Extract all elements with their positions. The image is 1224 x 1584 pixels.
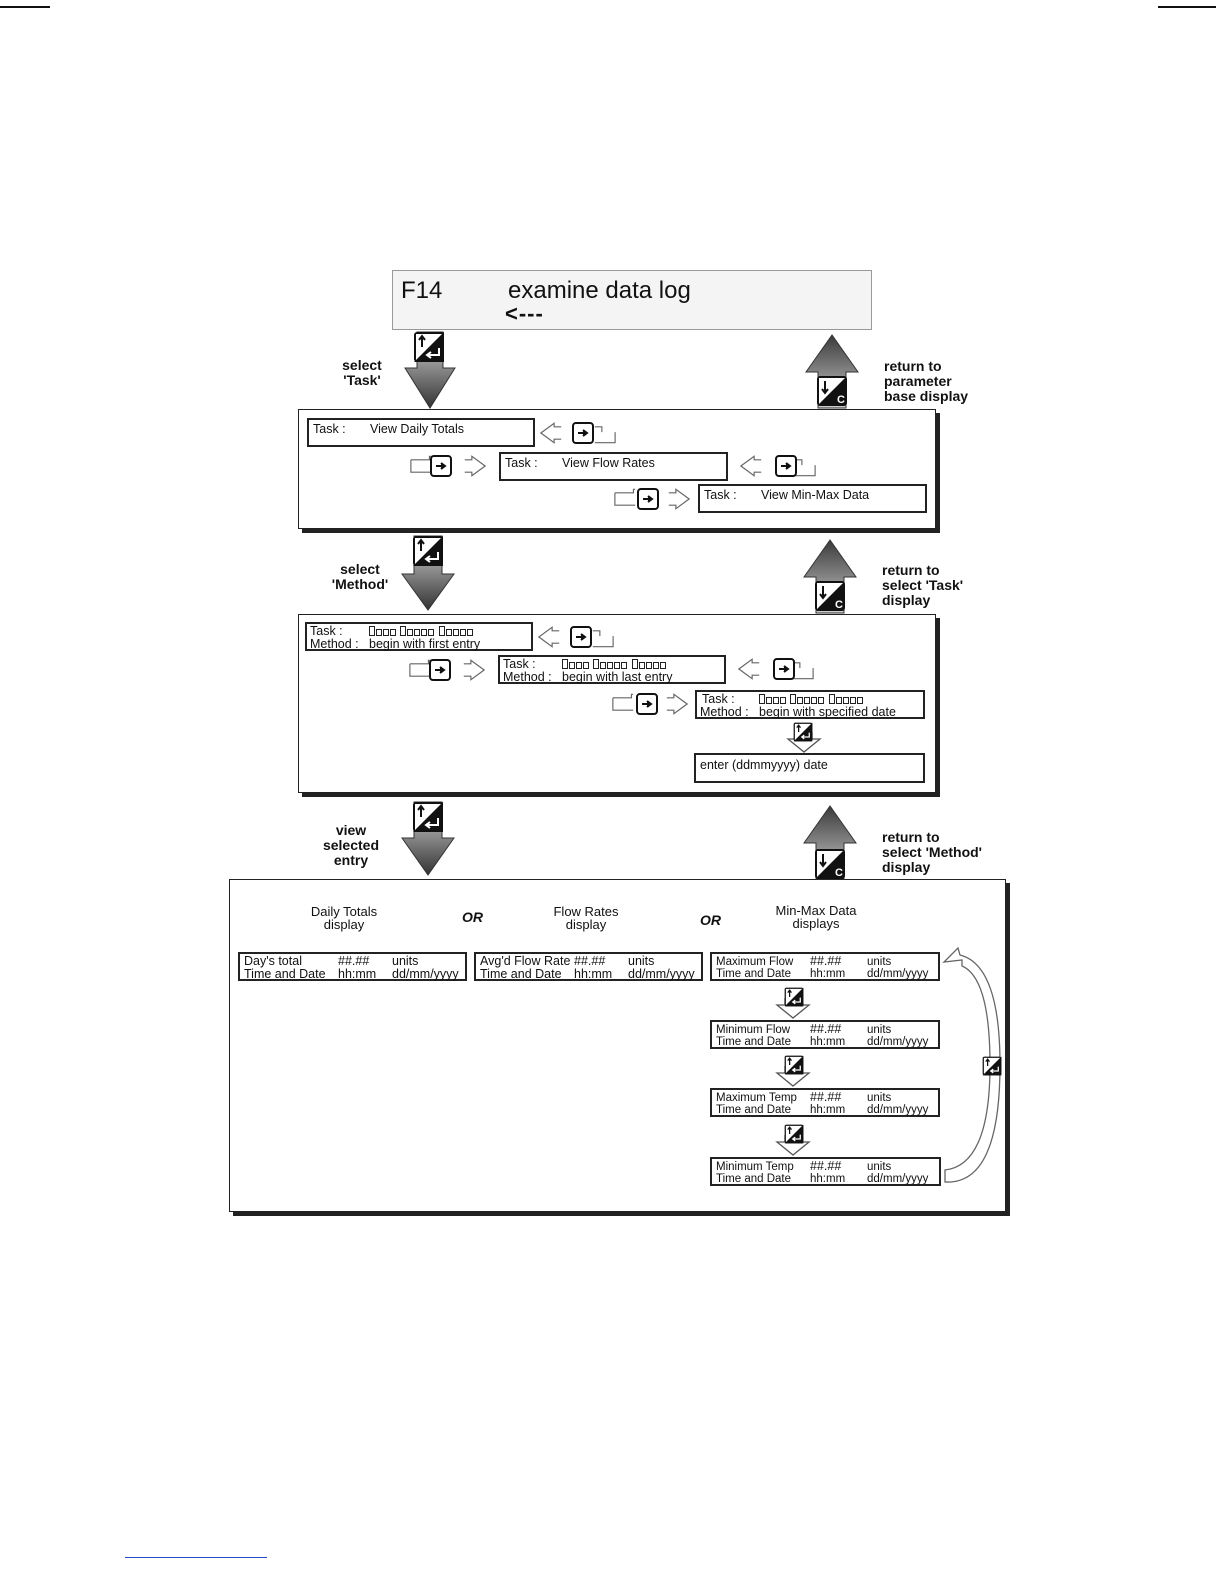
up-enter-key-icon[interactable]	[413, 331, 445, 363]
up-enter-key-icon[interactable]	[784, 987, 804, 1007]
up-enter-key-icon[interactable]	[784, 1124, 804, 1144]
up-enter-key-icon[interactable]	[412, 535, 444, 567]
task-placeholder-blocks	[759, 694, 864, 707]
method-display-last[interactable]: Task : Method : begin with last entry	[498, 655, 726, 684]
right-arrow-key-icon[interactable]	[409, 659, 485, 681]
down-c-key-icon[interactable]	[816, 375, 848, 407]
loop-back-arrow	[942, 946, 1001, 1183]
right-arrow-key-icon[interactable]	[540, 422, 616, 444]
header-display: F14 examine data log <---	[392, 270, 872, 330]
up-enter-key-icon[interactable]	[982, 1056, 1002, 1076]
select-method-label: select'Method'	[331, 561, 389, 592]
right-arrow-key-icon[interactable]	[538, 626, 614, 648]
min-flow-display[interactable]: Minimum Flow ##.## units Time and Date h…	[710, 1020, 940, 1049]
task-placeholder-blocks	[369, 626, 474, 639]
right-arrow-key-icon[interactable]	[738, 658, 814, 680]
task-display-minmax[interactable]: Task : View Min-Max Data	[698, 484, 927, 513]
right-arrow-key-icon[interactable]	[614, 488, 690, 510]
max-temp-display[interactable]: Maximum Temp ##.## units Time and Date h…	[710, 1088, 940, 1117]
method-display-date[interactable]: Task : Method : begin with specified dat…	[695, 690, 925, 719]
task-display-flow[interactable]: Task : View Flow Rates	[499, 452, 728, 481]
task-placeholder-blocks	[562, 659, 667, 672]
date-entry-display[interactable]: enter (ddmmyyyy) date	[694, 753, 925, 783]
header-title: examine data log	[508, 277, 691, 304]
right-arrow-key-icon[interactable]	[740, 455, 816, 477]
right-arrow-key-icon[interactable]	[410, 455, 486, 477]
cursor-arrow: <---	[505, 301, 544, 326]
function-code: F14	[401, 277, 443, 304]
method-display-first[interactable]: Task : Method : begin with first entry	[305, 622, 533, 651]
right-arrow-key-icon[interactable]	[612, 693, 688, 715]
task-display-daily[interactable]: Task : View Daily Totals	[307, 418, 535, 447]
or-label-2: OR	[700, 912, 721, 928]
flow-rate-display[interactable]: Avg'd Flow Rate ##.## units Time and Dat…	[474, 952, 703, 981]
footer-rule	[125, 1557, 267, 1558]
up-enter-key-icon[interactable]	[793, 722, 813, 742]
top-right-rule	[1158, 6, 1216, 8]
up-enter-key-icon[interactable]	[412, 801, 444, 833]
down-c-key-icon[interactable]	[814, 580, 846, 612]
down-c-key-icon[interactable]	[814, 848, 846, 880]
top-left-rule	[0, 6, 50, 8]
daily-total-display[interactable]: Day's total ##.## units Time and Date hh…	[238, 952, 467, 981]
min-temp-display[interactable]: Minimum Temp ##.## units Time and Date h…	[710, 1157, 941, 1186]
max-flow-display[interactable]: Maximum Flow ##.## units Time and Date h…	[710, 952, 940, 981]
or-label-1: OR	[462, 909, 483, 925]
select-task-label: select'Task'	[342, 357, 382, 388]
up-enter-key-icon[interactable]	[784, 1055, 804, 1075]
